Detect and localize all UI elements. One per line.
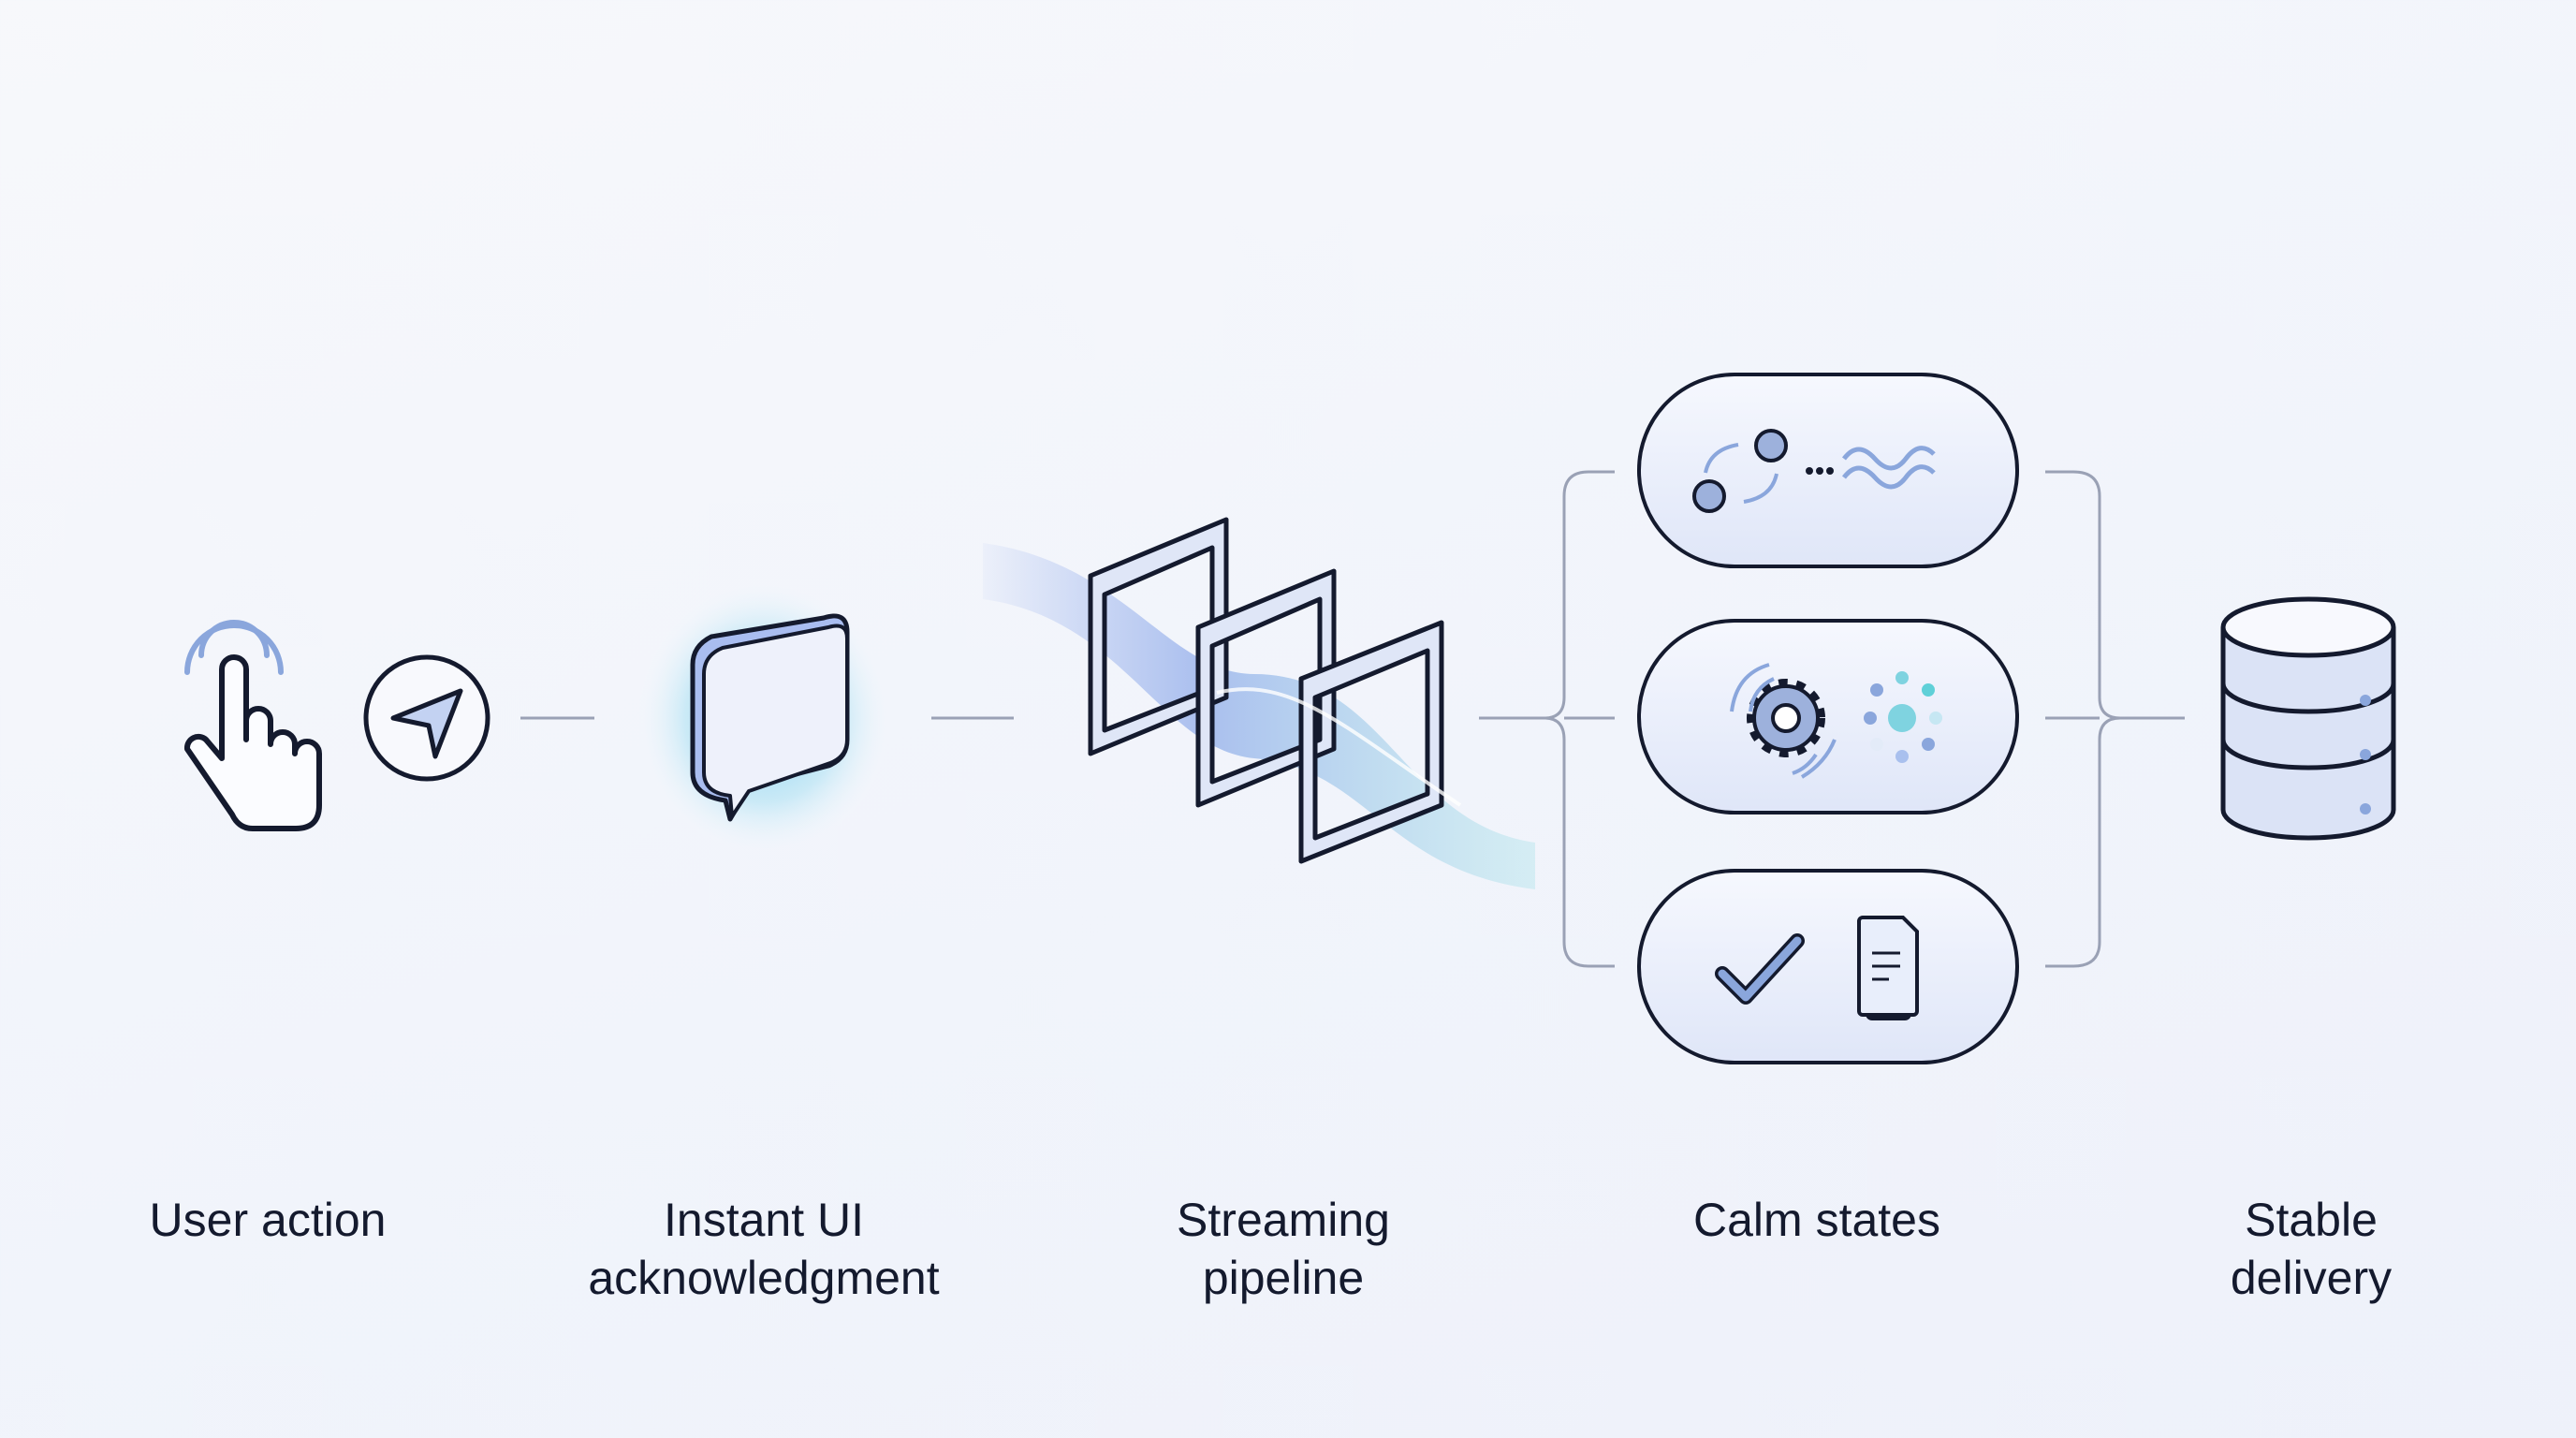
database-icon — [2220, 596, 2396, 841]
state-pill-processing — [1637, 619, 2019, 814]
label-line: delivery — [2230, 1252, 2393, 1304]
step-label-streaming: Streaming pipeline — [1003, 1191, 1564, 1307]
step-label-user-action: User action — [0, 1191, 549, 1249]
step-label-instant-ui: Instant UI acknowledgment — [483, 1191, 1045, 1307]
tap-hand-icon — [183, 620, 322, 831]
label-line: Stable — [2245, 1194, 2378, 1246]
label-line: acknowledgment — [588, 1252, 940, 1304]
streaming-frames-icon — [983, 517, 1535, 889]
chat-bubble-icon — [633, 578, 895, 858]
state-pill-complete — [1637, 869, 2019, 1064]
label-line: Instant UI — [664, 1194, 864, 1246]
sync-wave-icon — [1692, 429, 1936, 513]
step-label-calm-states: Calm states — [1536, 1191, 2098, 1249]
gear-loading-icon — [1730, 663, 1942, 779]
label-line: Calm states — [1693, 1194, 1940, 1246]
send-icon — [363, 654, 490, 782]
check-document-icon — [1715, 916, 1919, 1020]
state-pill-syncing — [1637, 373, 2019, 568]
branch-connectors — [1479, 470, 2185, 968]
label-line: Streaming — [1177, 1194, 1390, 1246]
step-label-stable-delivery: Stable delivery — [2030, 1191, 2576, 1307]
label-line: pipeline — [1202, 1252, 1365, 1304]
label-line: User action — [149, 1194, 387, 1246]
